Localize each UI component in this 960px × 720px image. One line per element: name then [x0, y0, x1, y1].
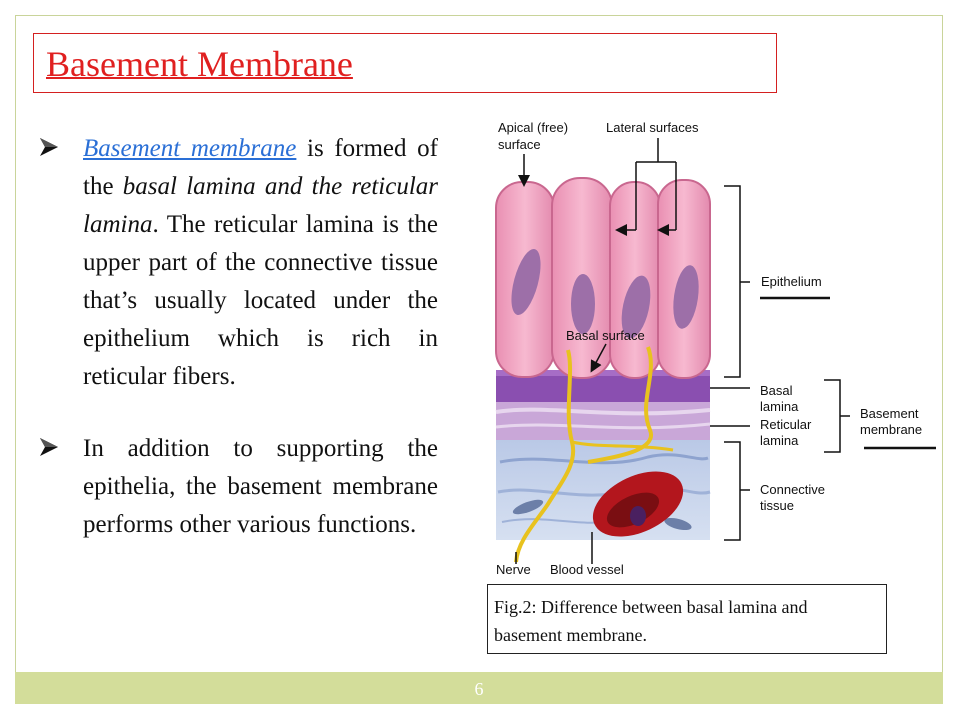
- label-connective-2: tissue: [760, 498, 794, 513]
- bullet-item-1: Basement membrane is formed of the basal…: [38, 130, 438, 396]
- title-box: Basement Membrane: [33, 33, 777, 93]
- label-basal-surface: Basal surface: [566, 328, 645, 343]
- label-basal-2: lamina: [760, 399, 799, 414]
- label-basement-2: membrane: [860, 422, 922, 437]
- label-basal-1: Basal: [760, 383, 793, 398]
- label-connective-1: Connective: [760, 482, 825, 497]
- label-apical-2: surface: [498, 137, 541, 152]
- arrowhead-bullet-icon: [40, 438, 58, 456]
- label-reticular-1: Reticular: [760, 417, 812, 432]
- nerve-fiber: [514, 349, 576, 563]
- label-blood-vessel: Blood vessel: [550, 562, 624, 577]
- bullet-list: Basement membrane is formed of the basal…: [38, 130, 438, 544]
- label-lateral-surfaces: Lateral surfaces: [606, 120, 699, 135]
- bullet-1-text-part2: . The reticular lamina is the upper part…: [83, 211, 438, 390]
- reticular-lamina-band: [496, 400, 710, 440]
- bullet-item-2: In addition to supporting the epithelia,…: [38, 430, 438, 544]
- label-reticular-2: lamina: [760, 433, 799, 448]
- bullet-text-1: Basement membrane is formed of the basal…: [83, 130, 438, 396]
- slide-title: Basement Membrane: [46, 44, 353, 84]
- label-basement-1: Basement: [860, 406, 919, 421]
- bullet-1-text-part1: is formed of the: [83, 135, 438, 200]
- basement-membrane-link[interactable]: Basement membrane: [83, 135, 297, 162]
- page-number: 6: [474, 679, 484, 699]
- label-epithelium: Epithelium: [761, 274, 822, 289]
- epithelium-diagram: Apical (free) surface Lateral surfaces B…: [495, 120, 936, 577]
- footer-bar: 6: [15, 672, 943, 704]
- bullet-text-2: In addition to supporting the epithelia,…: [83, 435, 438, 538]
- arrowhead-bullet-icon: [40, 138, 58, 156]
- figure-caption: Fig.2: Difference between basal lamina a…: [487, 584, 887, 654]
- bullet-1-emphasis: basal lamina and the reticular lamina: [83, 173, 438, 238]
- label-apical-1: Apical (free): [498, 120, 568, 135]
- label-nerve: Nerve: [496, 562, 531, 577]
